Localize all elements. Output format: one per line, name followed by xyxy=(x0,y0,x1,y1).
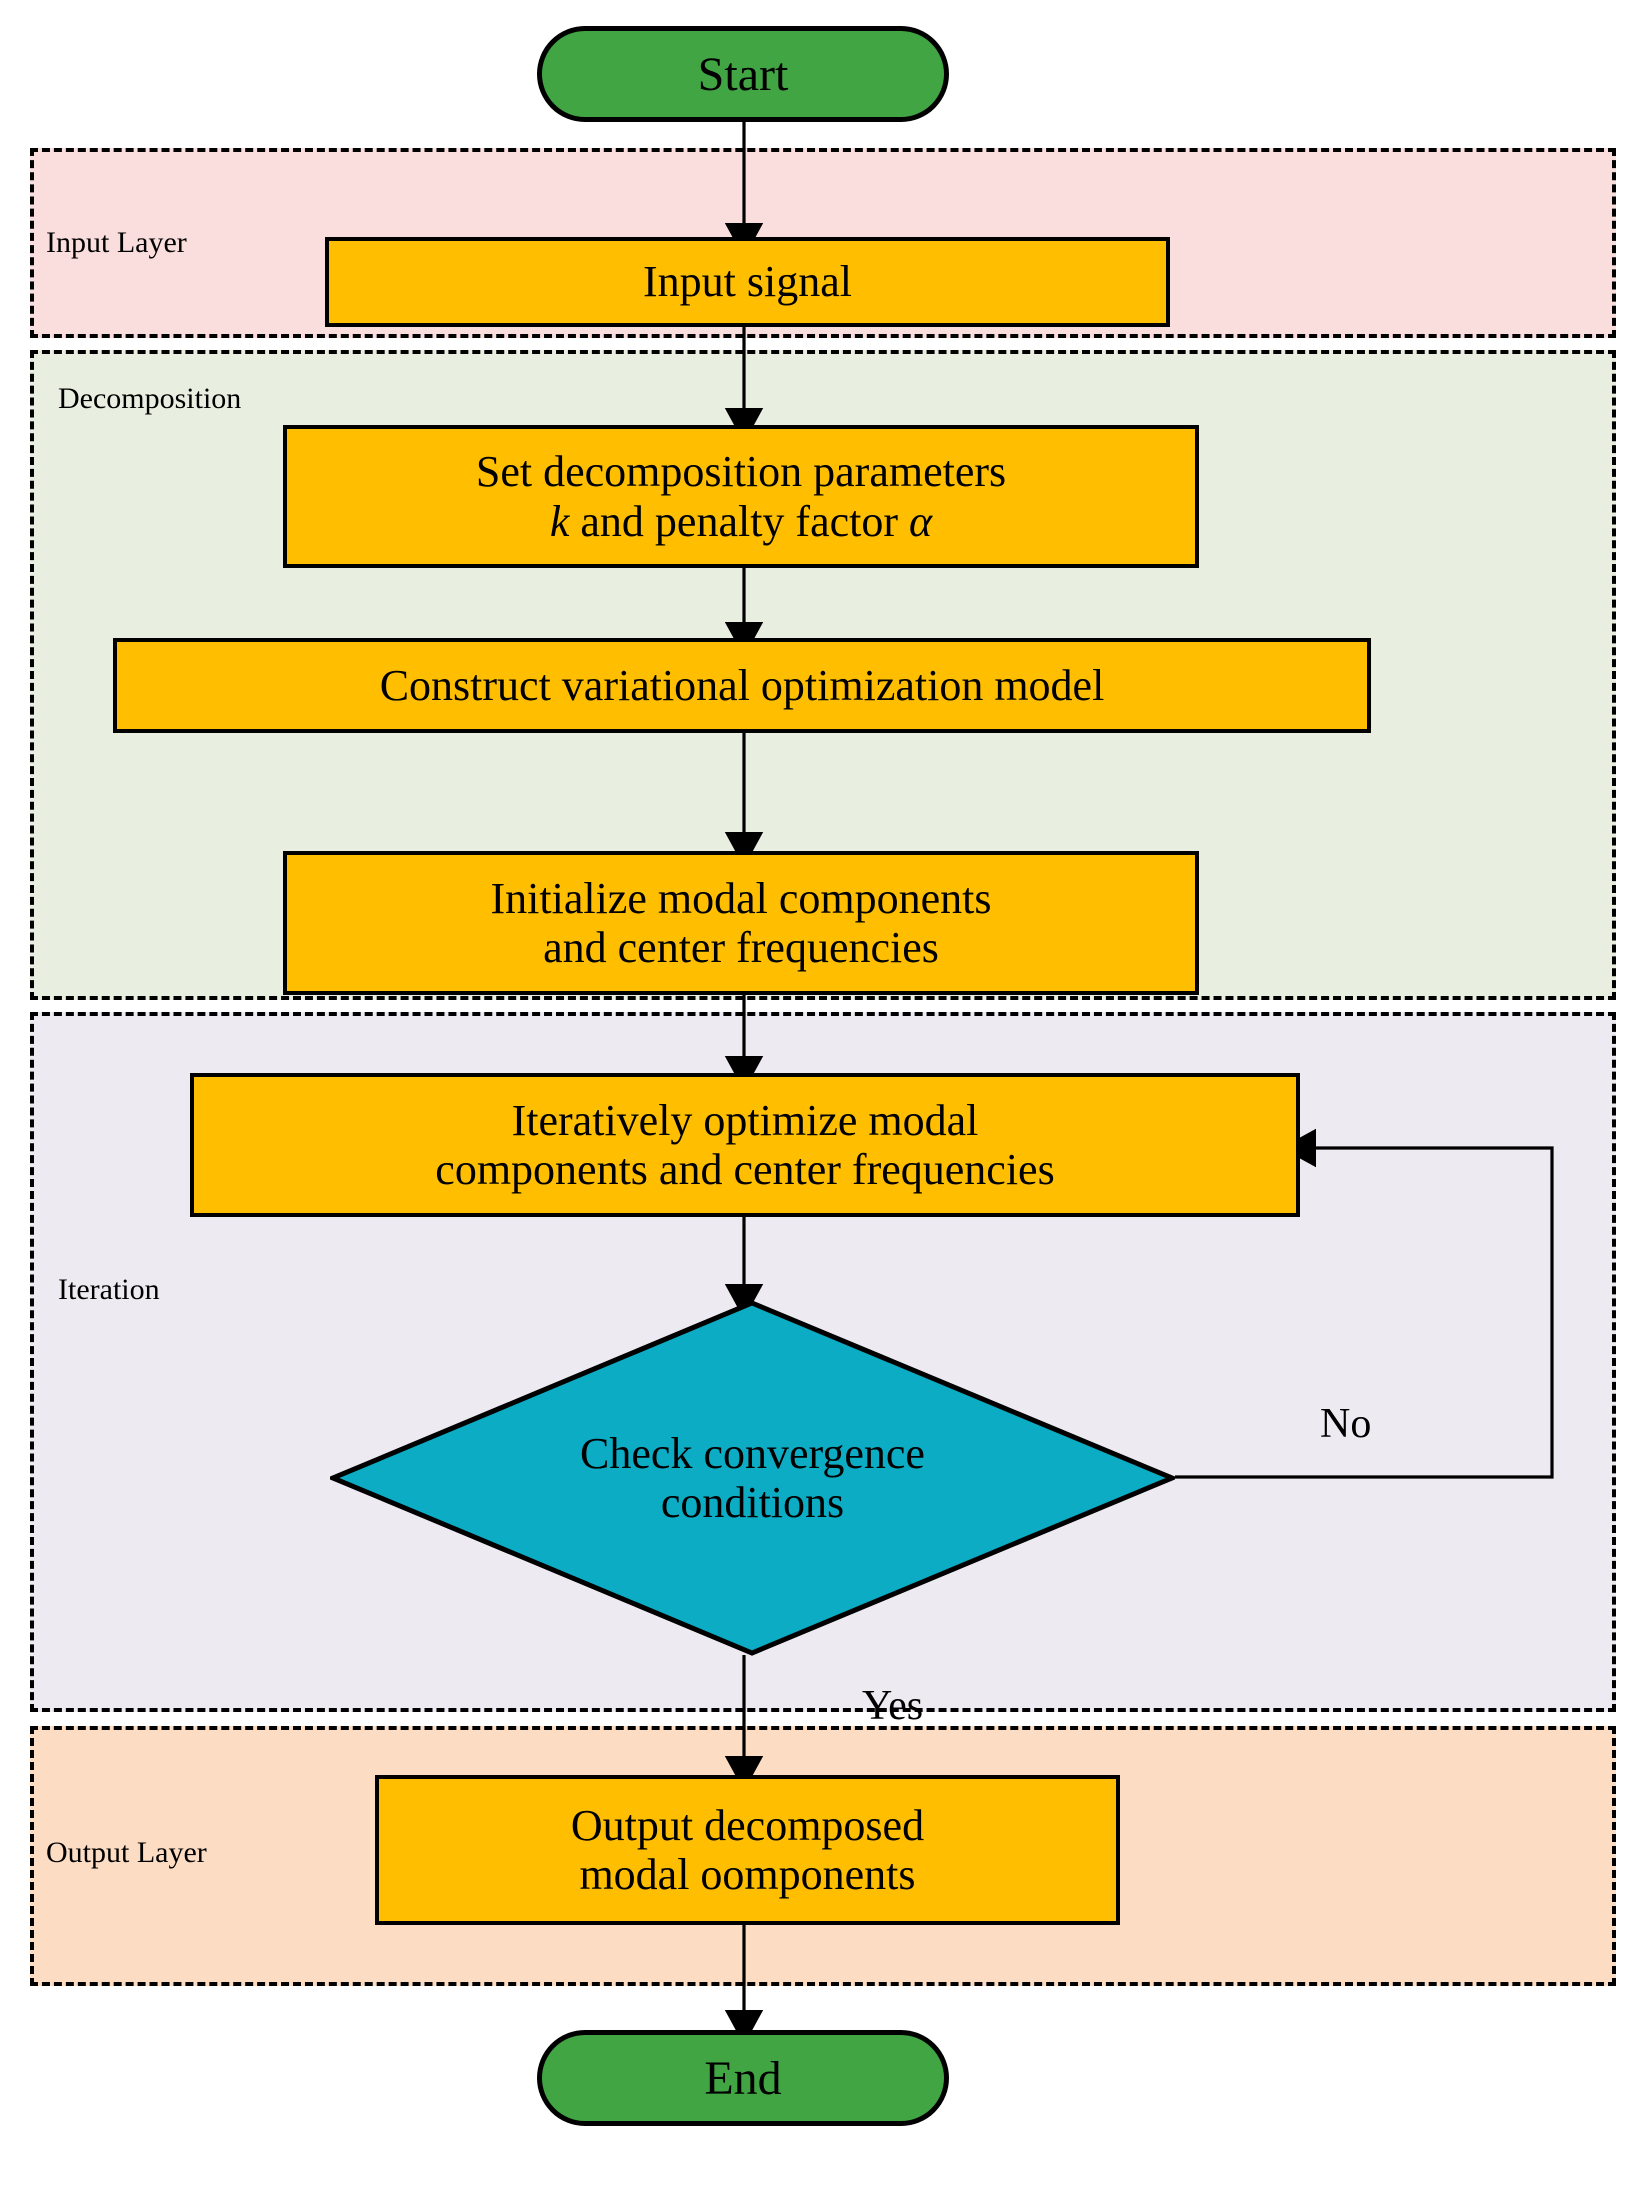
node-start[interactable]: Start xyxy=(537,26,949,122)
node-initialize-line1: Initialize modal components xyxy=(490,873,992,923)
node-construct-model-label: Construct variational optimization model xyxy=(379,660,1105,710)
node-check-convergence-text: Check convergence conditions xyxy=(330,1300,1175,1656)
node-end[interactable]: End xyxy=(537,2030,949,2126)
node-check-convergence-line1: Check convergence xyxy=(580,1428,925,1478)
node-check-convergence[interactable]: Check convergence conditions xyxy=(330,1300,1175,1656)
node-set-parameters-line1: Set decomposition parameters xyxy=(475,447,1007,497)
node-construct-model[interactable]: Construct variational optimization model xyxy=(113,638,1371,733)
node-initialize-line2: and center frequencies xyxy=(543,923,939,972)
node-end-label: End xyxy=(704,2051,782,2105)
band-label-iteration: Iteration xyxy=(58,1273,160,1306)
param-mid: and penalty factor xyxy=(569,496,910,546)
node-start-label: Start xyxy=(697,47,789,101)
edge-label-yes: Yes xyxy=(862,1683,924,1729)
node-iterate-line1: Iteratively optimize modal xyxy=(511,1095,979,1145)
node-set-parameters[interactable]: Set decomposition parameters k and penal… xyxy=(283,425,1199,568)
param-alpha: α xyxy=(909,496,933,546)
node-input-signal-label: Input signal xyxy=(643,257,852,307)
edge-label-no: No xyxy=(1320,1401,1372,1447)
node-initialize[interactable]: Initialize modal components and center f… xyxy=(283,851,1199,995)
node-output-components[interactable]: Output decomposed modal oomponents xyxy=(375,1775,1120,1925)
node-check-convergence-line2: conditions xyxy=(660,1478,845,1527)
band-label-decomposition: Decomposition xyxy=(58,382,242,415)
node-iterate[interactable]: Iteratively optimize modal components an… xyxy=(190,1073,1300,1217)
diamond-shape xyxy=(330,1300,1175,1656)
band-label-input-layer: Input Layer xyxy=(46,226,187,259)
band-label-output-layer: Output Layer xyxy=(46,1836,207,1869)
node-output-components-line1: Output decomposed xyxy=(570,1800,925,1850)
node-set-parameters-line2: k and penalty factor α xyxy=(550,497,932,546)
node-iterate-line2: components and center frequencies xyxy=(435,1145,1055,1194)
node-input-signal[interactable]: Input signal xyxy=(325,237,1170,327)
node-output-components-line2: modal oomponents xyxy=(579,1850,916,1899)
param-k: k xyxy=(549,496,570,546)
